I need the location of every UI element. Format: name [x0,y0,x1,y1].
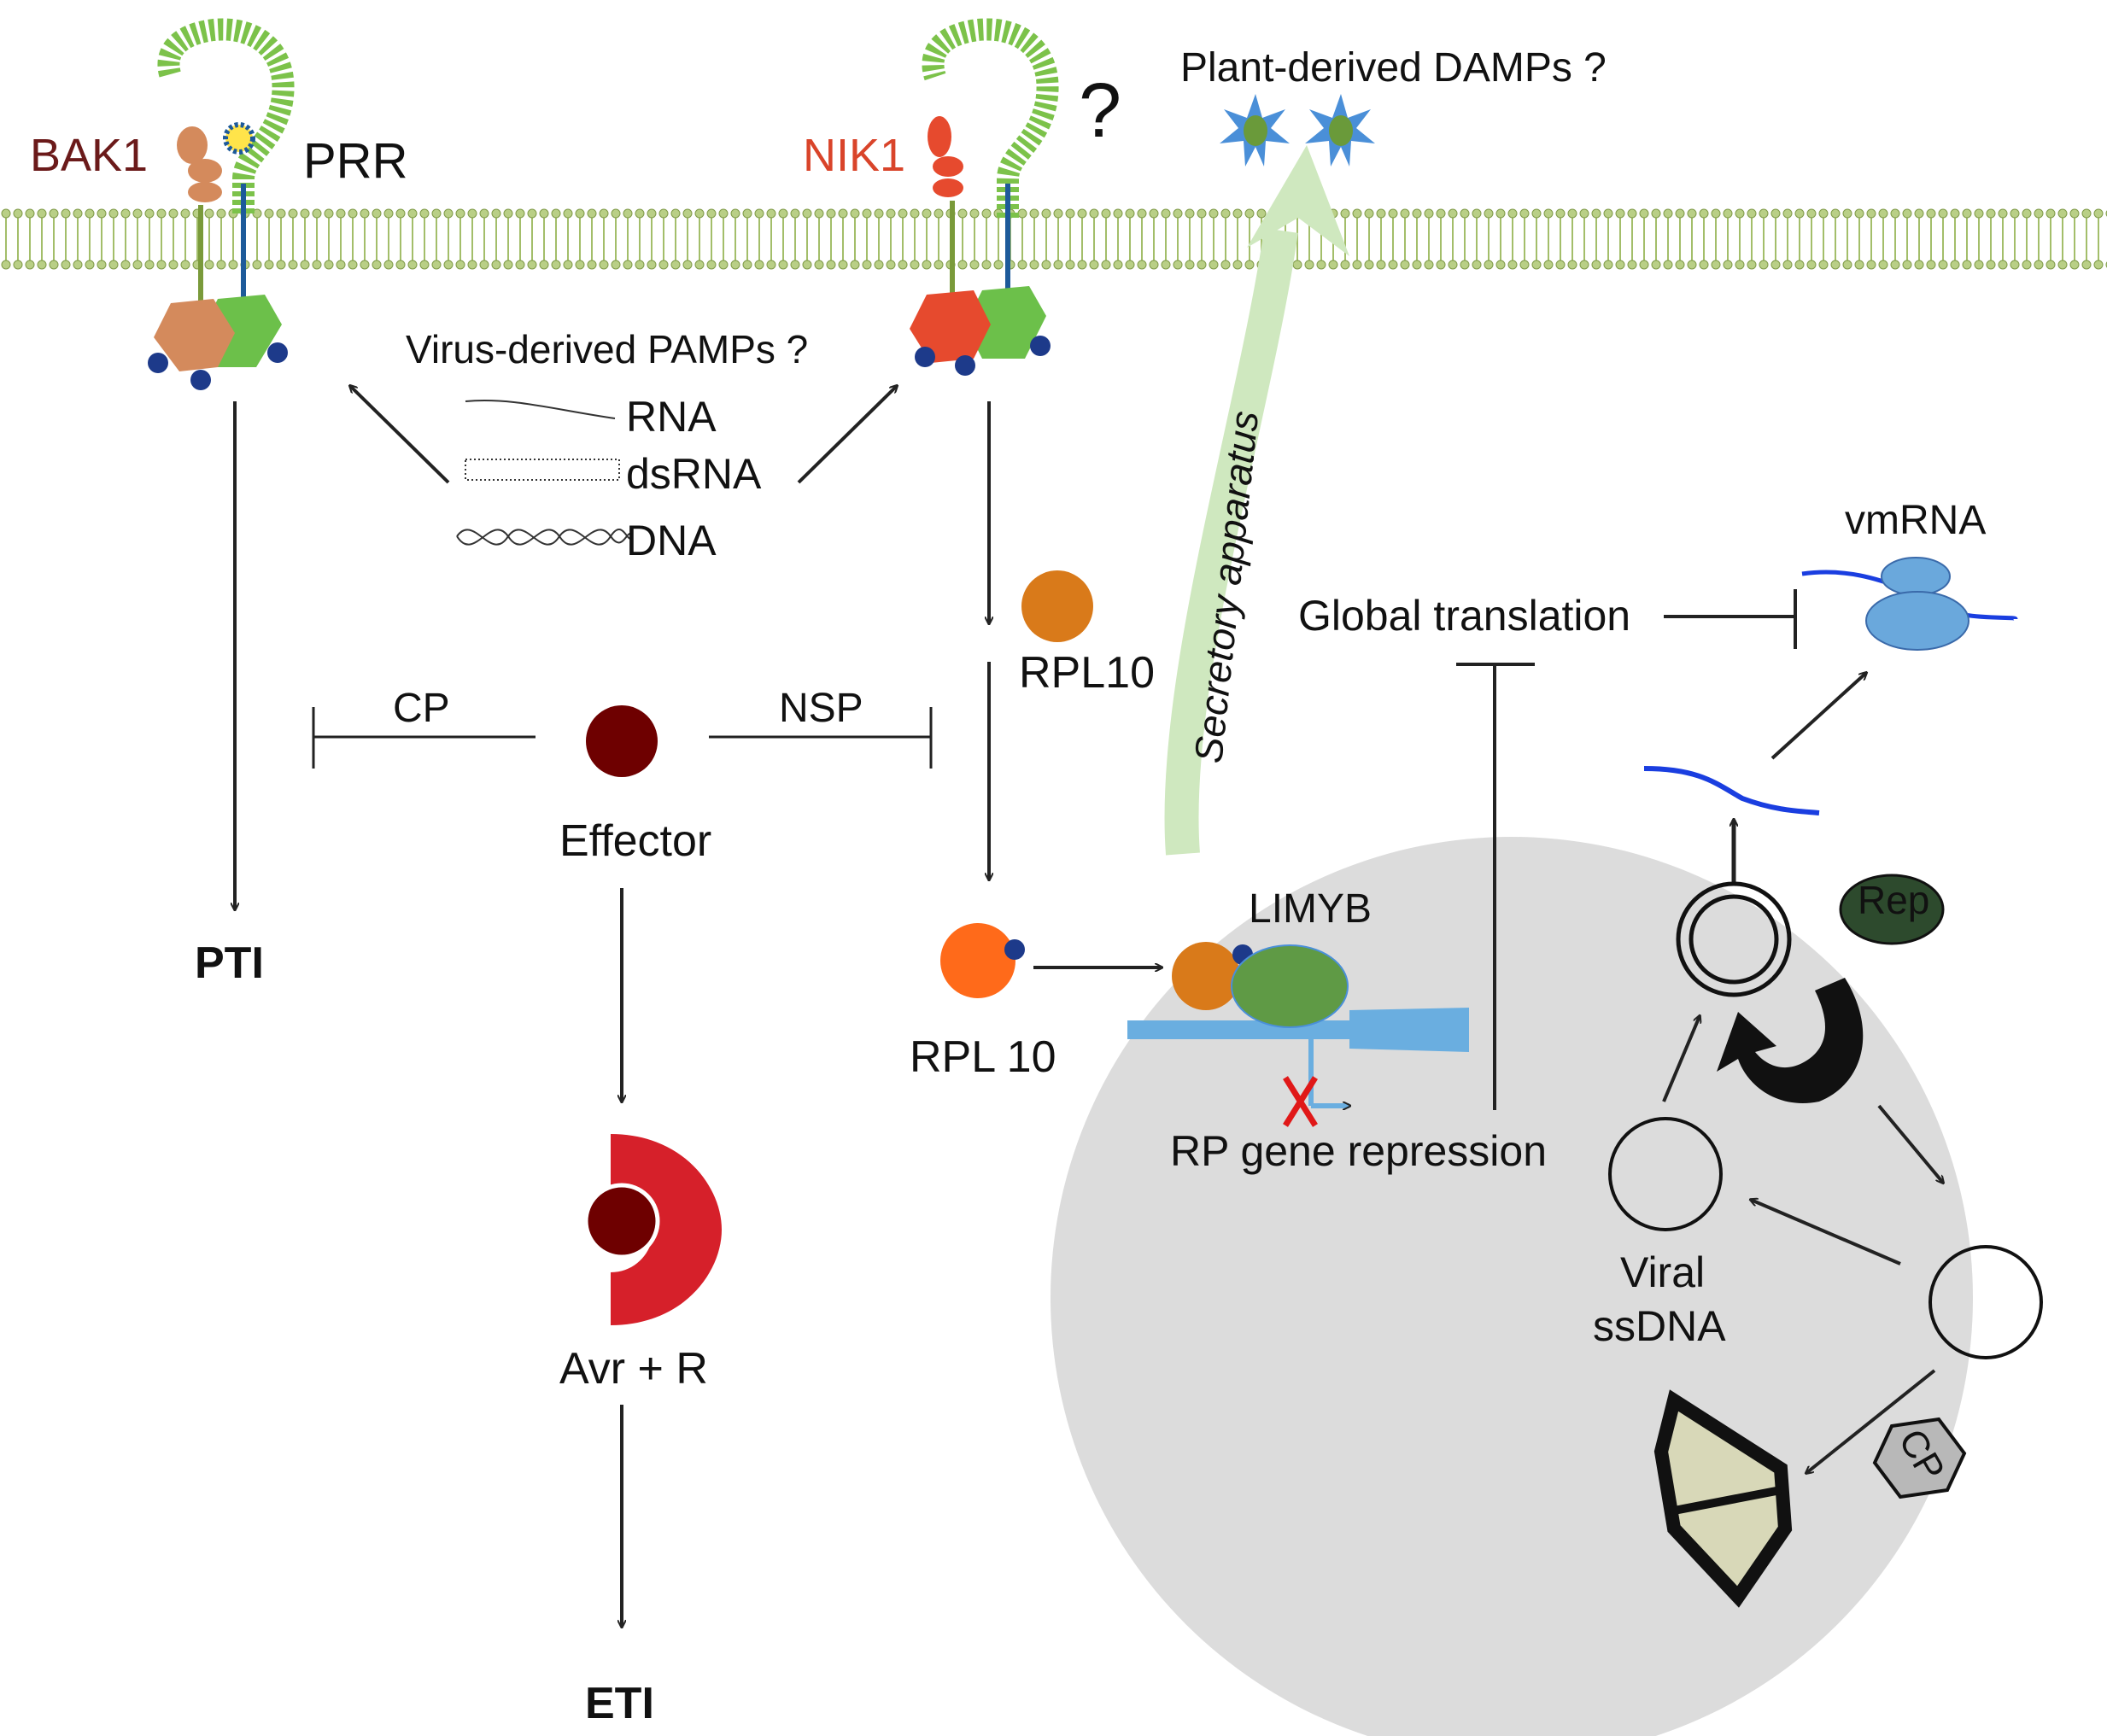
gene-body [1349,1008,1469,1052]
limyb-label: LIMYB [1249,886,1372,932]
dsdna-inner-ring [1689,894,1779,985]
arrow-to-capsid [1806,1369,1936,1473]
phospho-dots-right [915,336,1051,376]
rpl10-icon [1021,570,1093,642]
r-protein-icon [611,1134,722,1325]
unknown-ligand-question: ? [1079,68,1121,154]
ssdna-label: ssDNA [1593,1302,1726,1350]
cp-hexagon-icon [1872,1417,1967,1499]
arrow-progeny-to-ssdna [1751,1200,1901,1265]
nsp-label: NSP [779,686,863,731]
arrow-pamps-to-prr [350,386,450,484]
dsrna-label: dsRNA [626,450,762,498]
rep-protein-icon [1839,874,1945,945]
rp-repression-label: RP gene repression [1170,1127,1547,1175]
rpl10-nuclear-icon [1172,942,1240,1010]
effector-label: Effector [559,816,711,866]
eti-label: ETI [585,1679,654,1728]
bak1-label: BAK1 [30,130,148,181]
damp-particle-1 [1220,94,1290,167]
viral-ssdna-circle [1608,1117,1723,1231]
rna-label: RNA [626,393,717,441]
damps-label: Plant-derived DAMPs ? [1180,45,1607,91]
plasma-membrane [0,205,2107,273]
vmrna-label: vmRNA [1845,498,1986,543]
effector-icon [586,705,658,777]
secretory-apparatus-arrow [1164,145,1349,856]
rolling-circle-arrow [1717,978,1864,1103]
pti-label: PTI [195,938,264,988]
rna-strand-icon [465,400,616,419]
dsrna-helix-icon [465,459,620,481]
ribosome-small-subunit [1881,557,1951,596]
nik1-receptor-lrr [922,18,1059,359]
prr-label: PRR [303,133,407,189]
cp-inhibit-label: CP [393,686,450,731]
global-translation-label: Global translation [1298,592,1630,640]
damp-particle-2 [1305,94,1375,167]
nik1-coreceptor [910,116,991,363]
ribosome-large-subunit [1865,591,1969,651]
dsdna-outer-ring [1676,881,1792,997]
geminivirus-capsid-icon [1653,1389,1793,1608]
pamps-label: Virus-derived PAMPs ? [406,327,808,371]
repression-x-icon [1283,1076,1318,1127]
phospho-dots-left [148,342,288,390]
arrow-mrna-to-ribosome [1770,673,1866,760]
nik1-label: NIK1 [803,130,905,181]
avr-r-label: Avr + R [559,1344,708,1394]
viral-label: Viral [1620,1248,1705,1296]
rep-label: Rep [1858,878,1929,922]
arrow-to-progeny [1877,1104,1943,1183]
avr-effector-icon [583,1183,660,1260]
rpl10-label-bottom: RPL 10 [910,1032,1056,1082]
rpl10-phospho-icon [940,923,1015,998]
arrow-ssdna-to-dsdna [1662,1016,1700,1102]
rpl10-phospho-dot [1004,939,1025,960]
pamp-ligand-icon [223,122,255,155]
viral-mrna-nuclear [1643,766,1820,815]
bak1-coreceptor [154,126,235,371]
limyb-icon [1231,944,1349,1028]
dna-helix-icon [456,529,633,546]
arrow-pamps-to-nik1 [797,386,897,484]
progeny-ssdna-circle [1928,1245,2043,1359]
dna-label: DNA [626,517,717,564]
rpl10-label-top: RPL10 [1019,648,1155,698]
